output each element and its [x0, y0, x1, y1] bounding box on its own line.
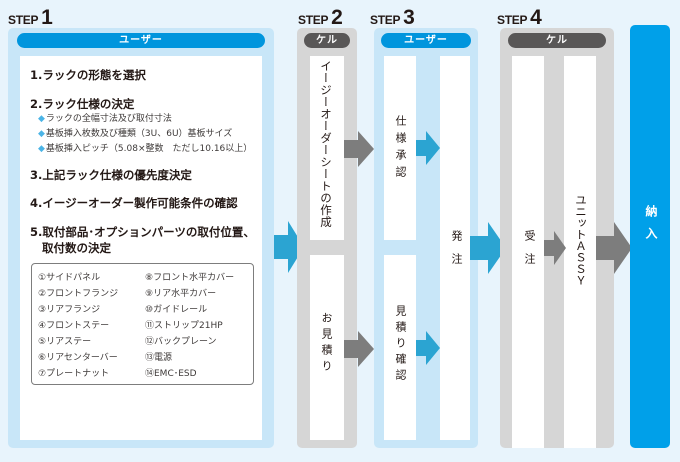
step-1-item-4: 4.イージーオーダー製作可能条件の確認: [30, 196, 238, 210]
arrow-step4-to-delivery: [596, 222, 632, 274]
part-item: ②フロントフランジ: [38, 289, 119, 299]
diamond-bullet-icon: ◆: [38, 129, 45, 139]
arrow-right-icon: [344, 331, 374, 367]
arrow-right-icon: [416, 331, 440, 365]
part-item: ⑥リアセンターバー: [38, 353, 118, 363]
arrow-quote-confirm-to-order: [416, 331, 440, 365]
step-word: STEP: [370, 13, 401, 27]
step-word: STEP: [497, 13, 528, 27]
step-4-receive-column: [512, 56, 544, 448]
step-1-item-2: 2.ラック仕様の決定: [30, 97, 135, 111]
step-1-actor-badge: ユーザー: [17, 33, 265, 48]
step-3-lower-column: [384, 255, 416, 440]
diamond-bullet-icon: ◆: [38, 114, 45, 124]
part-item: ①サイドパネル: [38, 273, 101, 283]
quote-confirmation-text: 見積り確認: [394, 305, 407, 385]
step-1-item-2-sub-1: ◆ラックの全幅寸法及び取付寸法: [38, 111, 172, 124]
sub-text: 基板挿入枚数及び種類（3U、6U）基板サイズ: [45, 129, 233, 139]
diamond-bullet-icon: ◆: [38, 144, 45, 154]
step-3-actor-badge: ユーザー: [381, 33, 471, 48]
arrow-right-icon: [470, 222, 506, 274]
part-item: ③リアフランジ: [38, 305, 101, 315]
step-2-actor-badge: ケル: [304, 33, 350, 48]
quotation-text: お見積り: [320, 312, 333, 376]
part-item: ⑧フロント水平カバー: [145, 273, 235, 283]
part-item: ⑭EMC･ESD: [145, 369, 197, 379]
step-2-upper-column: [310, 56, 344, 240]
arrow-receive-to-assy: [544, 231, 566, 265]
receive-order-text: 受注: [523, 230, 536, 276]
unit-assy-text: ユニットＡＳＳＹ: [574, 194, 588, 286]
part-item: ⑨リア水平カバー: [145, 289, 217, 299]
part-item: ⑪ストリップ21HP: [145, 321, 223, 331]
sub-text: 基板挿入ピッチ（5.08×整数 ただし10.16以上）: [45, 144, 253, 154]
create-easy-order-sheet-text: イージーオーダーシートの作成: [319, 60, 333, 228]
arrow-step2-to-step3-lower: [344, 331, 374, 367]
step-word: STEP: [8, 13, 39, 27]
part-item: ⑤リアステー: [38, 337, 92, 347]
step-4-assy-column: [564, 56, 596, 448]
arrow-step2-to-step3-upper: [344, 131, 374, 167]
step-1-item-1: 1.ラックの形態を選択: [30, 68, 146, 82]
arrow-right-icon: [344, 131, 374, 167]
part-item: ④フロントステー: [38, 321, 110, 331]
part-item: ⑦プレートナット: [38, 369, 110, 379]
step-number: 3: [403, 6, 415, 29]
arrow-right-icon: [596, 222, 632, 274]
part-item: ⑩ガイドレール: [145, 305, 208, 315]
step-3-upper-column: [384, 56, 416, 240]
step-3-order-column: [440, 56, 470, 440]
step-1-item-5: 5.取付部品･オプションパーツの取付位置、: [30, 225, 255, 239]
step-number: 4: [530, 6, 542, 29]
step-1-item-5-line-2: 取付数の決定: [42, 241, 111, 255]
arrow-right-icon: [544, 231, 566, 265]
parts-list-box: ①サイドパネル ②フロントフランジ ③リアフランジ ④フロントステー ⑤リアステ…: [31, 263, 254, 385]
delivery-bar: [630, 25, 670, 448]
order-text: 発注: [450, 230, 463, 276]
sub-text: ラックの全幅寸法及び取付寸法: [45, 114, 172, 124]
delivery-text: 納入: [644, 205, 658, 249]
step-1-item-2-sub-2: ◆基板挿入枚数及び種類（3U、6U）基板サイズ: [38, 126, 232, 139]
arrow-spec-approval-to-order: [416, 131, 440, 165]
arrow-right-icon: [274, 221, 304, 273]
part-item: ⑫バックプレーン: [145, 337, 217, 347]
arrow-step1-to-step2: [274, 221, 304, 273]
arrow-step3-to-step4: [470, 222, 506, 274]
arrow-right-icon: [416, 131, 440, 165]
step-2-lower-column: [310, 255, 344, 440]
part-item: ⑬電源: [145, 353, 173, 363]
spec-approval-text: 仕様承認: [394, 115, 407, 183]
step-word: STEP: [298, 13, 329, 27]
step-1-item-3: 3.上記ラック仕様の優先度決定: [30, 168, 192, 182]
step-number: 1: [41, 6, 53, 29]
step-4-actor-badge: ケル: [508, 33, 606, 48]
step-number: 2: [331, 6, 343, 29]
step-1-item-2-sub-3: ◆基板挿入ピッチ（5.08×整数 ただし10.16以上）: [38, 141, 252, 154]
